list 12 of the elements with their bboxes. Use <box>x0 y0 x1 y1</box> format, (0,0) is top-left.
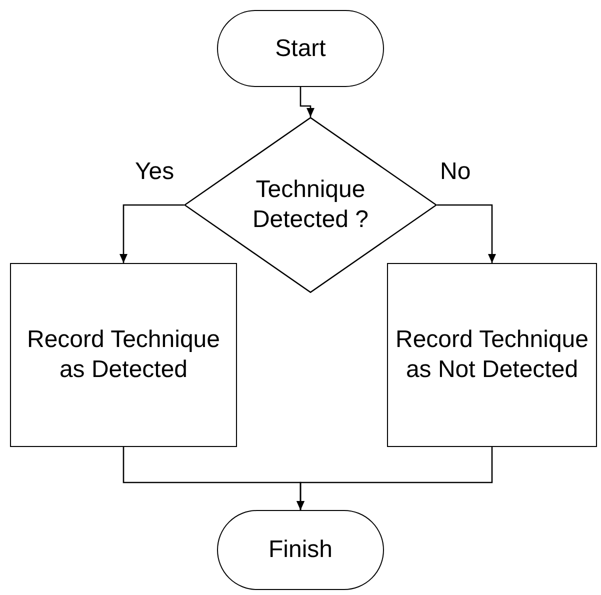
node-label: Record Technique as Not Detected <box>394 325 590 385</box>
decision-diamond <box>184 117 437 293</box>
process-box <box>10 263 237 447</box>
process-box <box>387 263 597 447</box>
node-label: Technique Detected ? <box>251 175 370 235</box>
arrow <box>437 204 496 263</box>
node-label: Finish <box>268 535 333 565</box>
node-label: Record Technique as Detected <box>26 325 222 385</box>
arrow <box>300 87 314 117</box>
node-label: Start <box>275 34 326 64</box>
arrow <box>120 204 184 263</box>
arrow <box>296 447 493 510</box>
